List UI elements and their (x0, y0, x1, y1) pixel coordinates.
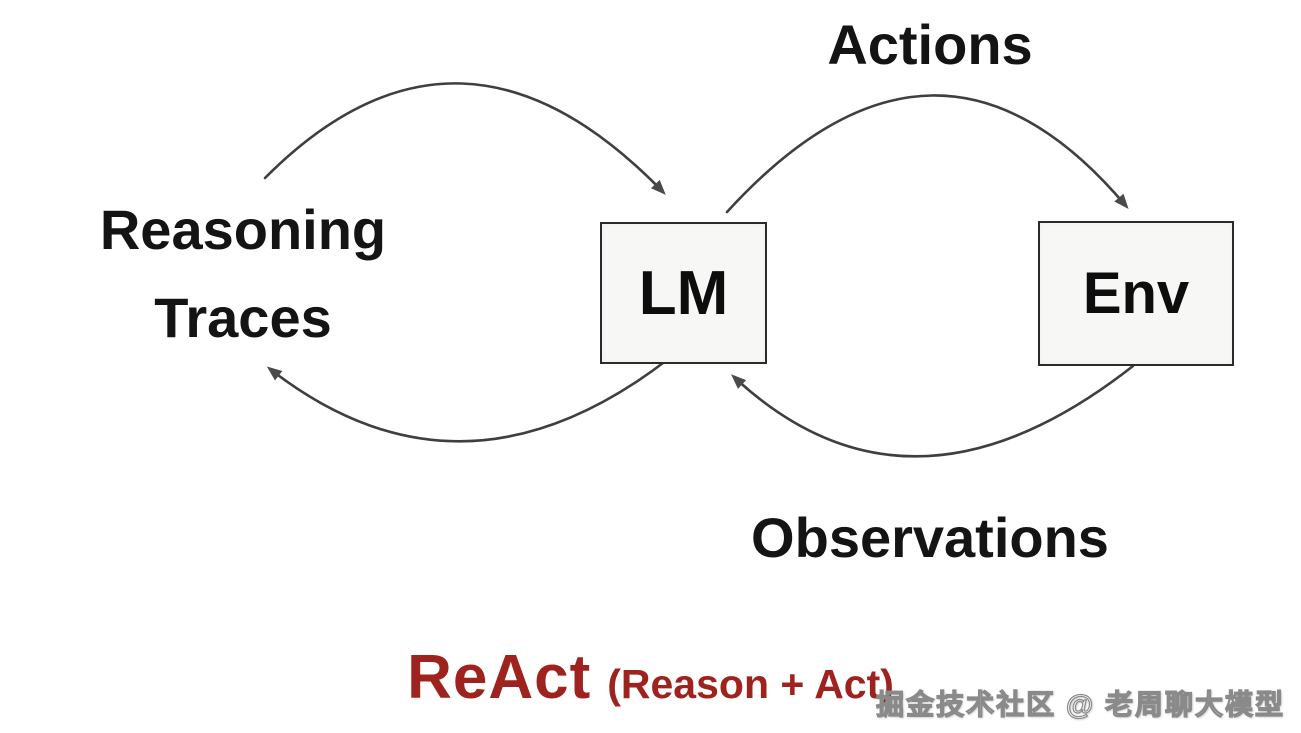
env-node-label: Env (1082, 261, 1190, 326)
react-subtitle: (Reason + Act) (607, 661, 894, 707)
actions-label: Actions (827, 13, 1033, 76)
lm-to-reasoning-arrow (266, 358, 669, 443)
react-caption: ReAct (Reason + Act) (0, 642, 1301, 713)
env-node: Env (1038, 221, 1234, 366)
reasoning-traces-label: Reasoning Traces (93, 186, 393, 362)
lm-to-env-arrow (725, 94, 1129, 214)
reasoning-label-line1: Reasoning (99, 198, 387, 261)
lm-node-label: LM (638, 258, 729, 328)
reasoning-to-lm-arrow (263, 82, 666, 195)
lm-node: LM (600, 222, 767, 364)
observations-label: Observations (751, 506, 1109, 569)
reasoning-label-line2: Traces (154, 286, 332, 349)
env-to-lm-arrow (731, 364, 1135, 458)
watermark: 掘金技术社区 @ 老周聊大模型 (876, 688, 1285, 720)
react-title: ReAct (407, 643, 592, 712)
